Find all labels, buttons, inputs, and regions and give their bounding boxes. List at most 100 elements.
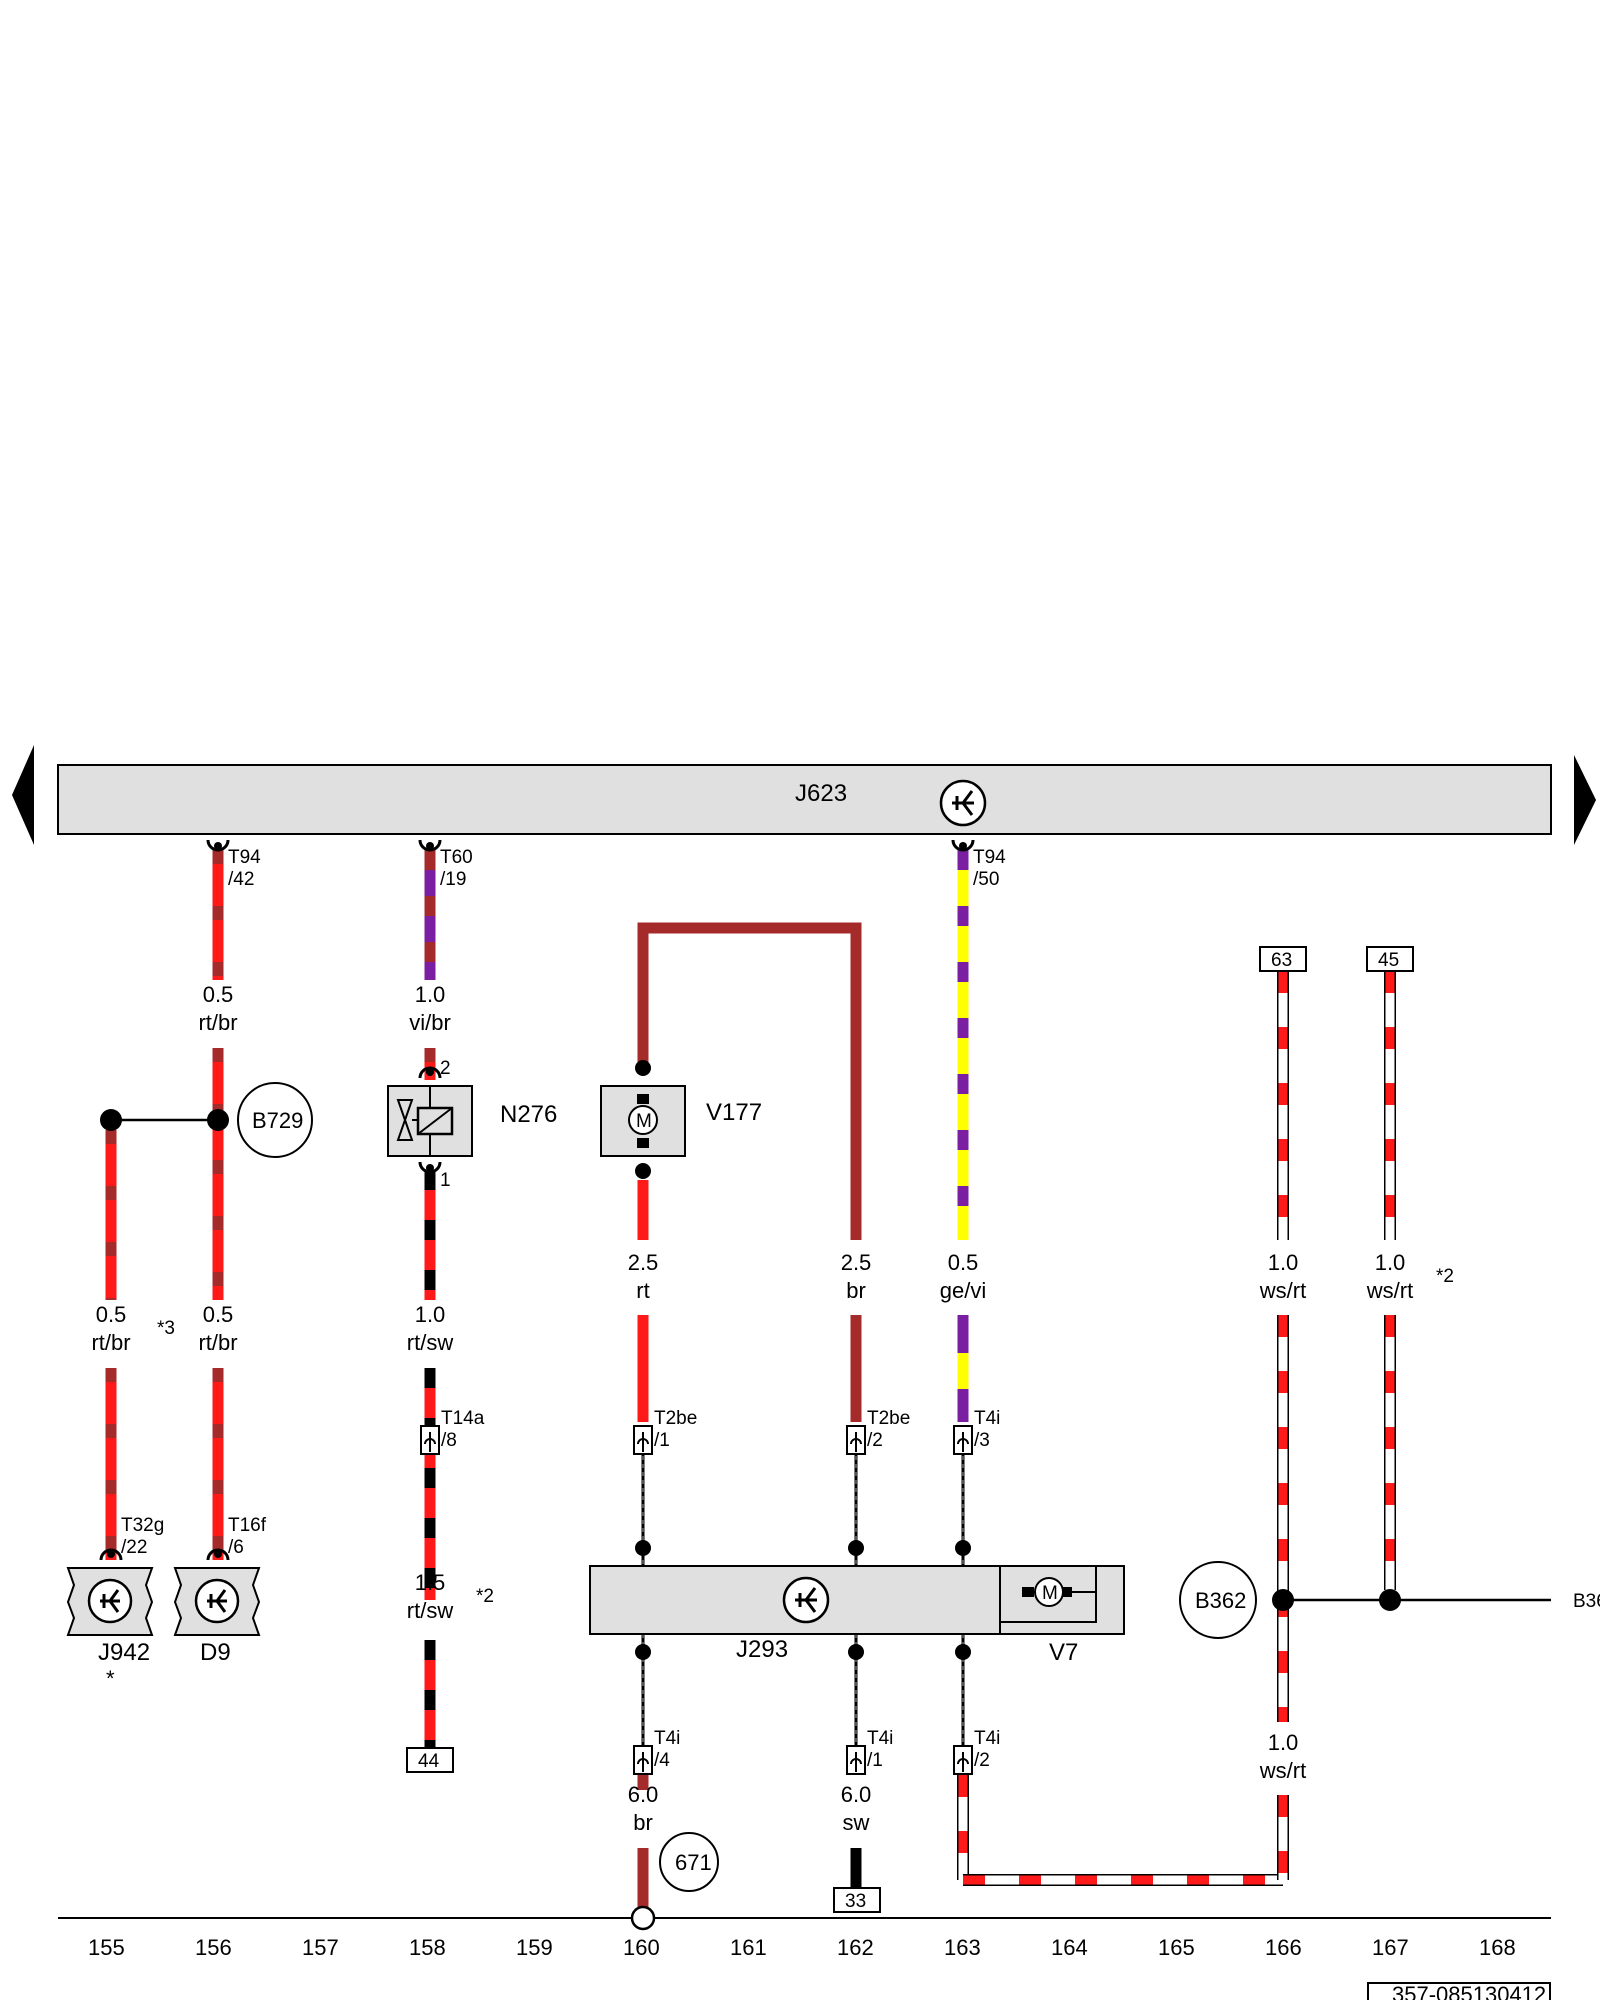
splice-dot [955,1540,971,1556]
connector-name: T60 [440,847,473,868]
wire-note: *3 [157,1318,175,1339]
connector-pin-label: /50 [973,869,999,890]
splice-dot [848,1644,864,1660]
column-number: 167 [1372,1935,1409,1960]
connector-pin [426,1068,434,1076]
v7-label: V7 [1049,1639,1078,1666]
wire-size: 1.0 [415,982,446,1007]
component-v177[interactable]: M V177 [600,1060,762,1179]
connector-name: T2be [654,1408,697,1429]
component-d9[interactable]: D9 [173,1567,261,1666]
continue-right-arrow-icon[interactable] [1574,755,1596,845]
connector-pin [426,842,434,850]
wire-color: ge/vi [940,1278,986,1303]
connector-pin-label: /19 [440,869,466,890]
connector-pin-label: /3 [974,1430,990,1451]
splice-dot-166 [1272,1589,1294,1611]
splice-dot [955,1644,971,1660]
splice-dot-167 [1379,1589,1401,1611]
ref-33-label: 33 [845,1891,866,1912]
connector-pin-label: /22 [121,1537,147,1558]
b729-label: B729 [252,1108,303,1133]
motor-m-glyph: M [636,1111,652,1132]
column-number: 162 [837,1935,874,1960]
wire-size: 1.0 [1268,1730,1299,1755]
ref-box-44[interactable]: 44 [406,1747,454,1773]
connector-pin [959,842,967,850]
control-unit-icon [939,779,987,827]
control-unit-icon [87,1578,133,1624]
wire-size: 1.0 [1375,1250,1406,1275]
ref-box-45[interactable]: 45 [1366,946,1414,972]
wire-size: 2.5 [841,1250,872,1275]
continue-left-arrow-icon[interactable] [12,745,34,845]
ref-63-label: 63 [1271,950,1292,971]
motor-icon [1034,1577,1064,1607]
splice-dot [635,1644,651,1660]
component-n276[interactable]: N276 [387,1085,557,1157]
wire-size: 1.5 [415,1570,446,1595]
b362-label: B362 [1195,1588,1246,1613]
wire-size: 2.5 [628,1250,659,1275]
wire-color: rt/br [91,1330,130,1355]
motor-m-glyph: M [1042,1583,1058,1604]
wire-note: *2 [476,1586,494,1607]
connector-pin-label: /4 [654,1750,670,1771]
splice-dot-156 [207,1109,229,1131]
wire-color: ws/rt [1259,1758,1306,1783]
main-module-j623[interactable]: J623 [57,764,1552,835]
column-number: 161 [730,1935,767,1960]
connector-name: T94 [228,847,261,868]
connector-pin-label: /2 [974,1750,990,1771]
wire-size: 1.0 [415,1302,446,1327]
column-number: 165 [1158,1935,1195,1960]
connection-b362[interactable]: B362 [1179,1561,1257,1639]
connector-pin-label: /6 [228,1537,244,1558]
wire-labels: T94/42T60/19T94/50T14a/8T2be/1T2be/2T4i/… [91,847,1454,1835]
column-number: 155 [88,1935,125,1960]
splice-dot [635,1540,651,1556]
connection-b729[interactable]: B729 [237,1082,313,1158]
wire-color: rt/br [198,1010,237,1035]
splice-dot-155 [100,1109,122,1131]
wire-color: br [633,1810,653,1835]
component-j942[interactable]: J942 * [66,1567,154,1691]
connector-pin-label: /2 [867,1430,883,1451]
wire[interactable] [637,922,862,1240]
wire-color: ws/rt [1259,1278,1306,1303]
connector-pin-label: /42 [228,869,254,890]
connector-pin [214,1550,222,1558]
d9-label: D9 [200,1639,231,1666]
component-v7[interactable]: M V7 [999,1565,1125,1666]
connector-pin-label: /1 [867,1750,883,1771]
top-connectors [99,839,975,1775]
ref-box-33[interactable]: 33 [833,1887,881,1913]
wire-size: 0.5 [96,1302,127,1327]
pin-number: 2 [440,1058,451,1079]
wire-size: 1.0 [1268,1250,1299,1275]
wire-note: *2 [1436,1266,1454,1287]
connector-name: T4i [974,1408,1000,1429]
j293-label: J293 [736,1636,788,1663]
control-unit-icon [782,1576,830,1624]
connector-name: T2be [867,1408,910,1429]
connector-pin-label: /1 [654,1430,670,1451]
wire-color: rt/br [198,1330,237,1355]
ref-box-63[interactable]: 63 [1259,946,1307,972]
wire-size: 0.5 [948,1250,979,1275]
connector-name: T94 [973,847,1006,868]
column-number: 163 [944,1935,981,1960]
column-number: 168 [1479,1935,1516,1960]
connector-name: T14a [441,1408,485,1429]
ground-point-671[interactable]: 671 [659,1832,719,1892]
column-number: 158 [409,1935,446,1960]
connector-name: T4i [974,1728,1000,1749]
wire-color: rt/sw [407,1330,454,1355]
wire-color: rt [636,1278,649,1303]
component-j293[interactable]: J293 [589,1565,1001,1663]
ground-bar-label: B36 [1573,1591,1600,1612]
connector-name: T4i [867,1728,893,1749]
wire-color: sw [843,1810,870,1835]
splice-dot [848,1540,864,1556]
